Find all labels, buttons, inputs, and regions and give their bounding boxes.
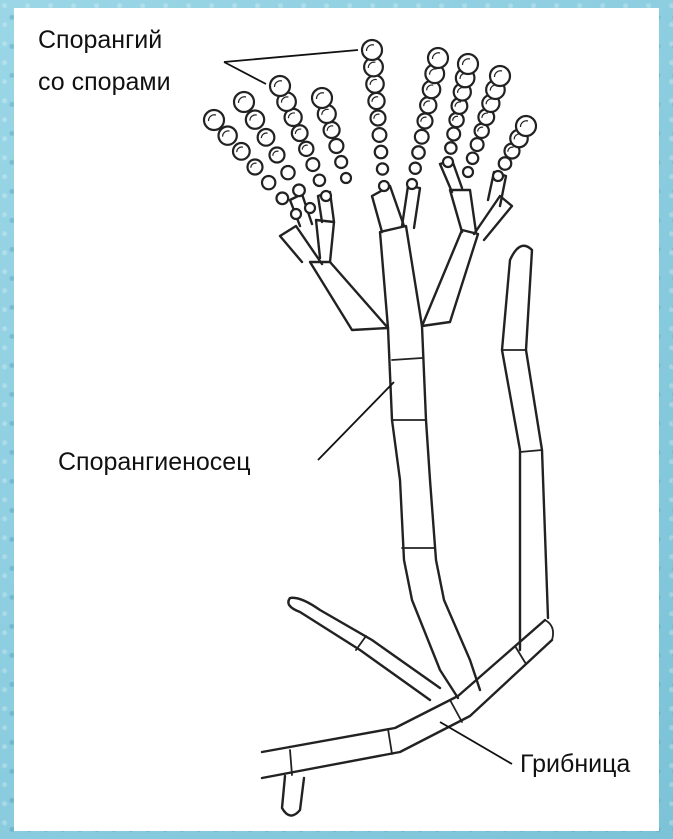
spore xyxy=(412,146,425,159)
spore xyxy=(418,114,433,129)
spore xyxy=(293,185,305,197)
spore xyxy=(258,129,275,146)
mycelium-hyphae xyxy=(262,246,553,816)
spore xyxy=(270,148,285,163)
pointer-mycelium xyxy=(440,722,512,764)
spore xyxy=(324,122,340,138)
sporangiophore-stalk xyxy=(388,326,480,698)
label-sporangiophore: Спорангиеносец xyxy=(58,448,251,476)
spore xyxy=(371,111,386,126)
spore xyxy=(366,75,384,93)
spore xyxy=(490,66,510,86)
spore xyxy=(447,128,460,141)
spore xyxy=(449,113,463,127)
spore xyxy=(463,167,473,177)
spore xyxy=(233,143,250,160)
spore xyxy=(375,146,388,159)
spore xyxy=(415,130,429,144)
spore xyxy=(329,139,343,153)
spore xyxy=(234,92,254,112)
spore xyxy=(445,142,456,153)
spore xyxy=(306,158,319,171)
spore xyxy=(262,176,275,189)
spore xyxy=(407,179,417,189)
label-sporangium-line2: со спорами xyxy=(38,68,171,96)
spore xyxy=(428,48,448,68)
label-mycelium: Грибница xyxy=(520,750,630,778)
spore xyxy=(204,110,224,130)
spore xyxy=(377,163,388,174)
spore xyxy=(248,160,263,175)
spore xyxy=(368,93,384,109)
spore xyxy=(292,125,308,141)
spore xyxy=(312,88,332,108)
spore xyxy=(458,54,478,74)
spore xyxy=(420,97,436,113)
spore xyxy=(321,191,331,201)
pointer-sporangium-lower xyxy=(224,62,266,84)
spore xyxy=(379,181,389,191)
spore xyxy=(314,175,325,186)
pointer-sporangiophore xyxy=(318,382,394,460)
spore-chains xyxy=(204,40,536,219)
spore xyxy=(219,127,237,145)
pointer-sporangium-upper xyxy=(224,50,358,62)
spore xyxy=(373,128,387,142)
spore xyxy=(341,173,351,183)
spore xyxy=(362,40,382,60)
spore xyxy=(305,203,315,213)
spore xyxy=(516,116,536,136)
spore xyxy=(291,209,301,219)
spore xyxy=(467,153,478,164)
label-sporangium-line1: Спорангий xyxy=(38,26,162,54)
spore xyxy=(299,142,313,156)
spore xyxy=(246,111,264,129)
spore xyxy=(277,193,289,205)
spore xyxy=(410,163,421,174)
spore xyxy=(335,156,347,168)
spore xyxy=(281,166,294,179)
spore xyxy=(471,138,484,151)
conidiophore-branches xyxy=(280,160,512,330)
spore xyxy=(443,157,453,167)
spore xyxy=(493,171,503,181)
spore xyxy=(270,76,290,96)
